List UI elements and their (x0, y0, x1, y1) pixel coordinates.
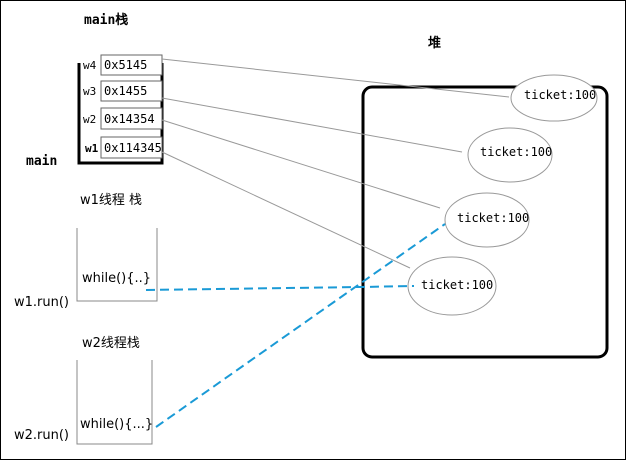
var-addr-w4: 0x5145 (104, 58, 147, 72)
main-stack-title: main栈 (84, 12, 128, 28)
heap-box (361, 85, 609, 359)
w1-stack-frame (76, 228, 158, 302)
var-addr-w1: 0x114345 (104, 141, 162, 155)
heap-object-4: ticket:100 (407, 256, 497, 316)
w1-access-line (145, 285, 415, 291)
w2-run-label: w2.run() (14, 428, 69, 443)
heap-object-ellipse (444, 192, 530, 248)
heap-object-ellipse (407, 256, 497, 316)
ref-line-w2 (161, 119, 441, 209)
var-name-w4: w4 (83, 59, 97, 72)
heap-title: 堆 (428, 35, 441, 51)
stack-cell-w1 (100, 136, 163, 159)
heap-object-ellipse (510, 74, 598, 122)
var-name-w2: w2 (83, 113, 96, 126)
ref-line-w4 (161, 58, 510, 98)
var-name-w1: w1 (85, 142, 99, 155)
w1-stack-title: w1线程 栈 (80, 193, 142, 208)
w1-run-label: w1.run() (14, 295, 69, 310)
heap-object-label: ticket:100 (457, 211, 529, 225)
w2-stack-title: w2线程栈 (82, 336, 140, 351)
stack-var-w3: w3 0x1455 (83, 80, 163, 102)
heap-object-1: ticket:100 (510, 74, 598, 122)
var-addr-w2: 0x14354 (104, 112, 155, 126)
w2-access-line (155, 223, 446, 428)
heap-object-label: ticket:100 (524, 88, 596, 102)
main-label: main (26, 154, 57, 169)
ref-line-w1 (161, 151, 411, 269)
w2-while-text: while(){...} (80, 417, 153, 432)
stack-cell-w4 (100, 54, 163, 76)
stack-cell-w3 (100, 80, 163, 102)
w2-stack-frame (76, 360, 153, 445)
var-addr-w3: 0x1455 (104, 84, 147, 98)
heap-object-label: ticket:100 (421, 278, 493, 292)
heap-object-3: ticket:100 (444, 192, 530, 248)
var-name-w3: w3 (83, 85, 96, 98)
ref-line-w3 (161, 97, 463, 153)
stack-var-w4: w4 0x5145 (83, 54, 163, 76)
heap-object-ellipse (467, 127, 553, 183)
stack-cell-w2 (100, 107, 163, 130)
stack-var-w1: w1 0x114345 (85, 136, 163, 159)
w1-while-text: while(){..} (82, 271, 151, 286)
heap-object-label: ticket:100 (480, 145, 552, 159)
heap-object-2: ticket:100 (467, 127, 553, 183)
stack-var-w2: w2 0x14354 (83, 107, 163, 130)
